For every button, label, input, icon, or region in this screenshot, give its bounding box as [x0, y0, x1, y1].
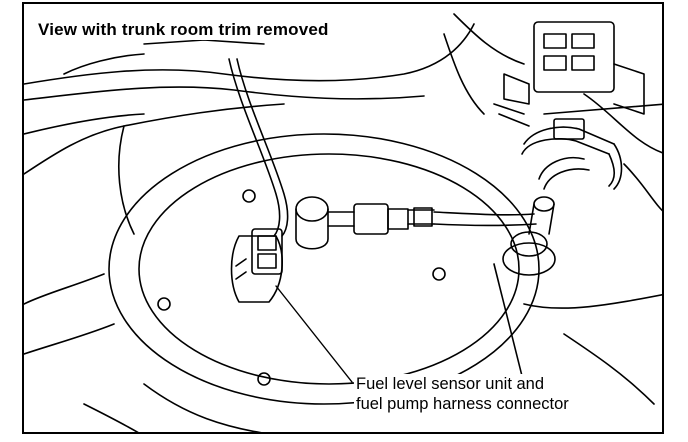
- pump-harness-connector: [230, 228, 283, 303]
- diagram-title: View with trunk room trim removed: [38, 20, 333, 40]
- callout-label: Fuel level sensor unit and fuel pump har…: [354, 374, 571, 414]
- access-opening: [108, 133, 540, 405]
- trunk-body-contours: [24, 13, 662, 432]
- upper-right-bracket: [493, 21, 645, 127]
- callout-line-1: Fuel level sensor unit and: [356, 375, 545, 393]
- diagram-frame: View with trunk room trim removed Fuel l…: [22, 2, 664, 434]
- harness-cable: [228, 58, 289, 237]
- callout-line-2: fuel pump harness connector: [356, 395, 569, 413]
- right-fitting: [502, 118, 623, 276]
- fuel-hose: [295, 196, 537, 250]
- trunk-illustration: [24, 13, 662, 432]
- callout-leader: [275, 285, 353, 383]
